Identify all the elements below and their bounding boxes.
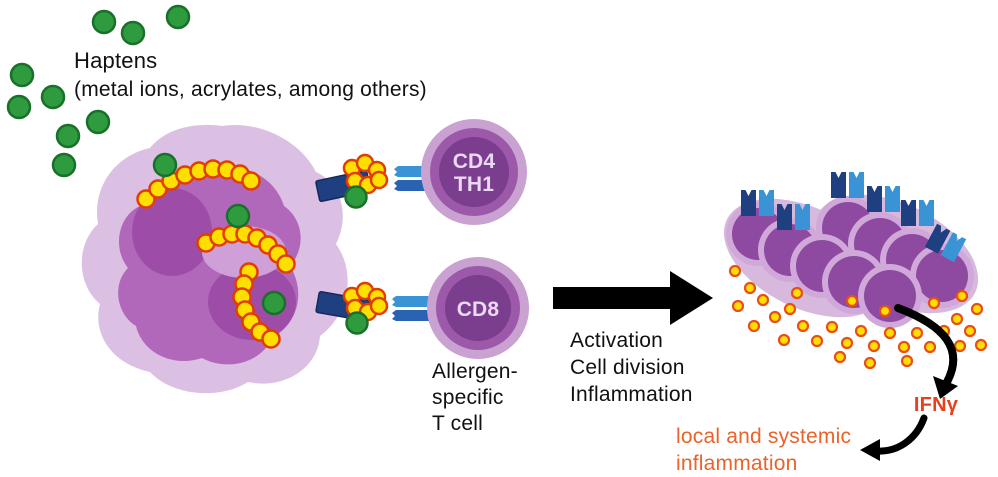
peptide-chain-upper — [136, 159, 261, 209]
cytokine-dot — [897, 340, 911, 354]
tcr-receptor-icon — [831, 172, 864, 198]
cd4-label: CD4 — [453, 150, 496, 173]
hapten-icon — [85, 109, 111, 135]
cytokine-dot — [974, 338, 988, 352]
cytokine-dot — [878, 304, 892, 318]
peptide-bead — [276, 254, 296, 274]
peptide-bead — [369, 170, 389, 190]
hapten-icon — [225, 203, 251, 229]
cd4-th1-cell: CD4 TH1 — [421, 119, 527, 225]
cytokine-dot — [970, 302, 984, 316]
cytokine-dot — [777, 333, 791, 347]
hapten-icon — [165, 4, 191, 30]
process-line1: Activation — [570, 329, 663, 352]
cytokine-dot — [955, 289, 969, 303]
peptide-bead — [369, 296, 389, 316]
haptens-subtitle: (metal ions, acrylates, among others) — [74, 78, 427, 101]
cytokine-dot — [747, 319, 761, 333]
cytokine-dot — [854, 324, 868, 338]
hapten-icon — [51, 152, 77, 178]
tcell-caption-line2: specific — [432, 386, 504, 409]
peptide-chain-middle — [196, 224, 296, 274]
process-line2: Cell division — [570, 356, 685, 379]
process-line3: Inflammation — [570, 383, 693, 406]
cytokine-dot — [833, 350, 847, 364]
ifny-arrowhead-icon — [933, 376, 958, 399]
cytokine-dot — [950, 312, 964, 326]
cd8-cell: CD8 — [427, 257, 529, 359]
inflammation-arrow-shaft — [874, 414, 928, 455]
ifny-arrow-shaft — [894, 304, 958, 386]
tcell-caption-line3: T cell — [432, 412, 483, 435]
tcr-bar-icon — [392, 310, 432, 321]
cytokine-dot — [756, 293, 770, 307]
cytokine-dot — [953, 339, 967, 353]
cytokine-dot — [790, 286, 804, 300]
cd4-cell-core — [439, 137, 509, 207]
hapten-icon — [40, 84, 66, 110]
cytokine-dot — [840, 336, 854, 350]
cytokine-dot — [927, 296, 941, 310]
ifny-arrow — [894, 304, 958, 399]
cytokine-dot — [910, 326, 924, 340]
mhc-tcr-complex-bottom — [315, 281, 432, 335]
cytokine-dot — [728, 264, 742, 278]
cd8-label: CD8 — [457, 298, 500, 321]
cytokine-dot — [883, 326, 897, 340]
cytokine-dot — [863, 356, 877, 370]
cytokine-dot — [923, 340, 937, 354]
hapten-icon — [345, 311, 369, 335]
cytokine-dot — [867, 339, 881, 353]
apc-dark-patch — [132, 188, 212, 276]
cytokine-dot — [825, 320, 839, 334]
cd8-cell-core — [445, 275, 511, 341]
inflammation-arrow — [860, 414, 928, 461]
activation-arrow — [553, 271, 713, 325]
cytokine-dot — [963, 324, 977, 338]
hapten-icon — [6, 94, 32, 120]
cytokine-dot — [731, 299, 745, 313]
hapten-icon — [261, 290, 287, 316]
inflammation-label-line2: inflammation — [676, 452, 797, 475]
cytokine-dot — [845, 294, 859, 308]
hapten-icon — [55, 123, 81, 149]
bound-haptens — [152, 152, 287, 316]
cytokine-dot — [783, 302, 797, 316]
cytokine-dot — [743, 281, 757, 295]
cytokine-dots — [728, 264, 988, 370]
th1-label: TH1 — [454, 173, 494, 196]
hapten-icon — [120, 20, 146, 46]
haptens-group — [6, 4, 191, 178]
presented-peptide — [342, 153, 389, 195]
peptide-chain-lower — [232, 262, 281, 349]
peptide-bead — [241, 171, 261, 191]
ifny-label: IFNγ — [914, 394, 959, 416]
hapten-icon — [152, 152, 178, 178]
inflammation-label-line1: local and systemic — [676, 425, 851, 448]
activated-tcell-cluster — [723, 172, 979, 328]
tcell-caption-line1: Allergen- — [432, 360, 518, 383]
haptens-title: Haptens — [74, 48, 157, 73]
tcr-bar-icon — [392, 296, 432, 307]
cytokine-dot — [900, 354, 914, 368]
mhc-tcr-complex-top — [315, 153, 434, 209]
peptide-bead — [261, 329, 281, 349]
cytokine-dot — [768, 310, 782, 324]
apc-dark-patch — [208, 264, 296, 340]
hapten-icon — [344, 185, 368, 209]
cytokine-dot — [810, 334, 824, 348]
hapten-icon — [9, 62, 35, 88]
inflammation-arrowhead-icon — [860, 439, 880, 461]
hapten-icon — [91, 9, 117, 35]
cytokine-dot — [796, 319, 810, 333]
